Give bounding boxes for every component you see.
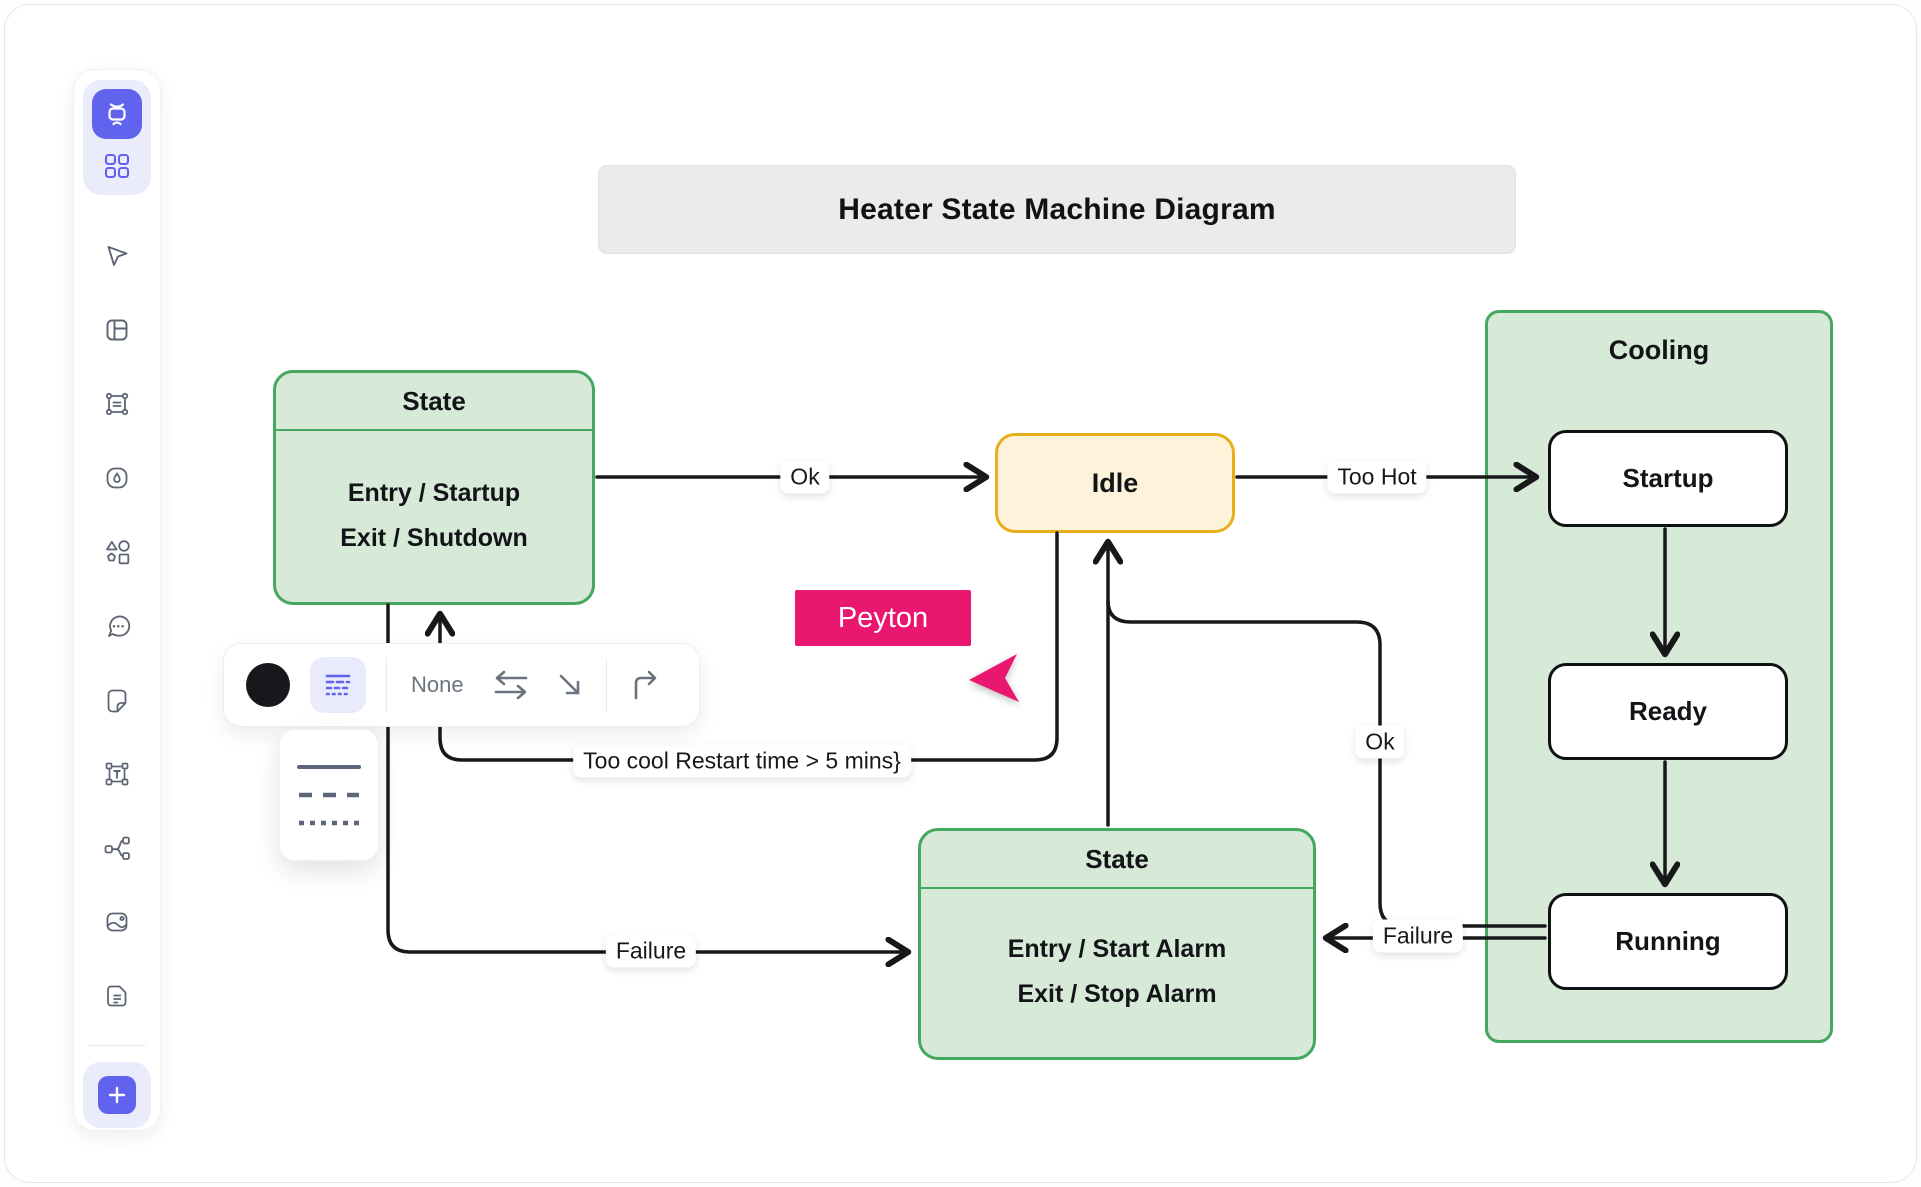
elbow-arrow-icon bbox=[634, 670, 656, 700]
node-state-heating-line2: Exit / Shutdown bbox=[340, 523, 528, 552]
line-style-menu bbox=[279, 729, 379, 861]
active-tool-group bbox=[83, 80, 151, 195]
sticky-note-icon bbox=[107, 689, 127, 713]
node-startup-label: Startup bbox=[1622, 463, 1714, 493]
frame-layout-icon bbox=[106, 319, 128, 341]
arrowhead-none-option[interactable]: None bbox=[411, 672, 464, 697]
node-state-alarm[interactable]: State Entry / Start Alarm Exit / Stop Al… bbox=[918, 828, 1316, 1060]
section-icon bbox=[105, 392, 129, 416]
templates-grid-icon bbox=[104, 153, 130, 179]
elbow-connector-button[interactable] bbox=[627, 668, 661, 702]
node-idle-label: Idle bbox=[1091, 467, 1139, 498]
sidebar-item-diagram-tool[interactable] bbox=[92, 89, 142, 139]
edge-label-ok[interactable]: Ok bbox=[780, 460, 830, 494]
comment-bubble-icon bbox=[108, 615, 131, 637]
sidebar-item-ink[interactable] bbox=[102, 463, 132, 493]
ink-drop-icon bbox=[106, 467, 128, 489]
sidebar-item-comment[interactable] bbox=[102, 611, 132, 641]
swap-direction-button[interactable] bbox=[488, 668, 534, 702]
line-style-option-solid[interactable] bbox=[297, 763, 361, 771]
line-style-option-dashed[interactable] bbox=[297, 791, 361, 799]
edge-label-failure-left[interactable]: Failure bbox=[605, 934, 697, 968]
node-idle[interactable]: Idle bbox=[995, 433, 1235, 533]
sidebar-item-shapes[interactable] bbox=[102, 537, 132, 567]
sidebar-item-frame[interactable] bbox=[102, 315, 132, 345]
sidebar-item-sticky-note[interactable] bbox=[102, 685, 132, 715]
add-button[interactable] bbox=[98, 1076, 136, 1114]
diagram-tool-icon bbox=[108, 103, 126, 126]
image-icon bbox=[106, 912, 128, 932]
edge-label-too-hot[interactable]: Too Hot bbox=[1327, 460, 1427, 494]
node-running[interactable]: Running bbox=[1548, 893, 1788, 990]
collaborator-cursor-icon bbox=[969, 654, 1019, 702]
tool-sidebar bbox=[73, 69, 161, 1131]
sidebar-item-mindmap[interactable] bbox=[102, 833, 132, 863]
line-style-icon bbox=[325, 674, 351, 696]
diagonal-arrow-icon bbox=[559, 674, 579, 695]
sidebar-item-templates[interactable] bbox=[92, 143, 142, 189]
whiteboard-canvas[interactable]: Heater State Machine Diagram State Entry… bbox=[4, 4, 1917, 1183]
diagram-title-text: Heater State Machine Diagram bbox=[838, 192, 1276, 226]
plus-icon bbox=[108, 1086, 126, 1104]
node-state-alarm-line2: Exit / Stop Alarm bbox=[1017, 980, 1217, 1008]
mindmap-icon bbox=[104, 836, 130, 860]
diagram-title-shape[interactable]: Heater State Machine Diagram bbox=[598, 165, 1516, 254]
text-box-icon bbox=[105, 762, 129, 786]
node-running-label: Running bbox=[1615, 926, 1721, 956]
line-style-option-dotted[interactable] bbox=[297, 819, 361, 827]
node-cooling-title: Cooling bbox=[1608, 335, 1710, 365]
node-state-alarm-line1: Entry / Start Alarm bbox=[1007, 935, 1227, 963]
node-cooling-container[interactable]: Cooling Startup Ready Running bbox=[1485, 310, 1833, 1043]
toolbar-divider bbox=[386, 658, 387, 712]
swap-arrows-icon bbox=[494, 670, 527, 700]
node-state-heating[interactable]: State Entry / Startup Exit / Shutdown bbox=[273, 370, 595, 605]
node-ready-label: Ready bbox=[1628, 696, 1708, 726]
collaborator-name: Peyton bbox=[837, 601, 929, 634]
connector-style-toolbar: None bbox=[223, 643, 700, 727]
node-state-heating-line1: Entry / Startup bbox=[347, 478, 521, 507]
edge-label-too-cool[interactable]: Too cool Restart time > 5 mins} bbox=[573, 744, 911, 778]
collaborator-name-tag: Peyton bbox=[795, 590, 971, 646]
node-ready[interactable]: Ready bbox=[1548, 663, 1788, 760]
sidebar-item-section[interactable] bbox=[102, 389, 132, 419]
add-tool-group bbox=[83, 1062, 151, 1128]
document-icon bbox=[107, 985, 127, 1007]
sidebar-item-document[interactable] bbox=[102, 981, 132, 1011]
select-cursor-icon bbox=[107, 246, 128, 266]
sidebar-item-image[interactable] bbox=[102, 907, 132, 937]
node-startup[interactable]: Startup bbox=[1548, 430, 1788, 527]
line-style-button[interactable] bbox=[310, 657, 366, 713]
toolbar-divider bbox=[605, 658, 607, 712]
sidebar-item-text[interactable] bbox=[102, 759, 132, 789]
node-state-alarm-title: State bbox=[921, 831, 1313, 889]
node-state-heating-title: State bbox=[276, 373, 592, 431]
edge-label-ok-right[interactable]: Ok bbox=[1355, 725, 1405, 759]
sidebar-divider bbox=[88, 1045, 146, 1046]
straight-connector-button[interactable] bbox=[554, 669, 586, 701]
edge-label-failure-right[interactable]: Failure bbox=[1372, 919, 1464, 953]
sidebar-item-select[interactable] bbox=[102, 241, 132, 271]
color-swatch-black[interactable] bbox=[246, 663, 290, 707]
shapes-icon bbox=[106, 540, 130, 565]
